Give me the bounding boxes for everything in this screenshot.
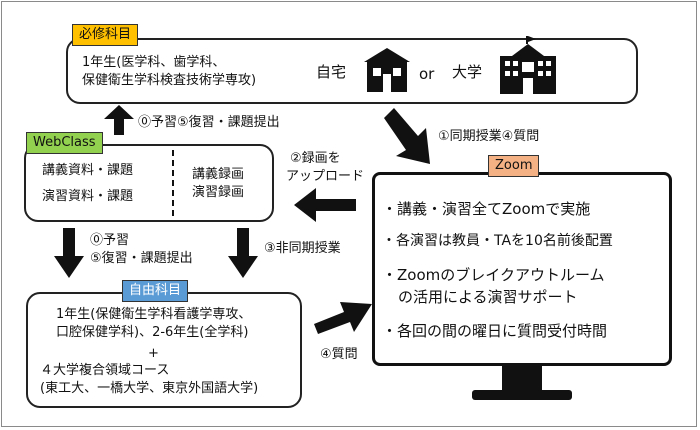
monitor-stand xyxy=(472,390,572,400)
up-arrow xyxy=(104,105,134,135)
webclass-divider xyxy=(172,150,174,216)
elective-plus: + xyxy=(148,346,159,361)
webclass-exercise-materials: 演習資料・課題 xyxy=(42,189,134,204)
upload-label-1: ②録画を xyxy=(290,151,341,166)
required-line-2: 保健衛生学科検査技術学専攻) xyxy=(82,73,257,88)
async-label: ③非同期授業 xyxy=(264,241,341,256)
required-line-1: 1年生(医学科、歯学科、 xyxy=(82,55,226,70)
webclass-tag: WebClass xyxy=(26,132,103,154)
webclass-box xyxy=(24,144,274,222)
down-arrow-left xyxy=(54,228,84,278)
upload-label-2: アップロード xyxy=(286,169,365,184)
left-arrow-upload xyxy=(294,188,356,222)
prep-submit-label: ⓪予習⑤復習・課題提出 xyxy=(138,115,280,130)
diagonal-arrow-to-zoom xyxy=(384,108,434,166)
zoom-bullet-4: の活用による演習サポート xyxy=(398,288,578,306)
question-label: ④質問 xyxy=(320,347,358,362)
monitor-screen xyxy=(372,172,672,366)
or-label: or xyxy=(419,65,435,83)
down-prep-label: ⓪予習 xyxy=(90,233,130,248)
university-building-icon xyxy=(498,36,558,96)
monitor-neck xyxy=(502,366,542,392)
sync-question-label: ①同期授業④質問 xyxy=(438,129,540,144)
required-subjects-tag: 必修科目 xyxy=(72,24,139,46)
elective-line-3: ４大学複合領域コース xyxy=(40,363,170,378)
university-label: 大学 xyxy=(452,63,483,81)
elective-line-4: (東工大、一橋大学、東京外国語大学) xyxy=(40,381,259,396)
elective-subjects-box xyxy=(26,292,302,408)
zoom-bullet-1: ・講義・演習全てZoomで実施 xyxy=(382,200,591,218)
down-arrow-right xyxy=(228,228,258,278)
webclass-exercise-recording: 演習録画 xyxy=(192,185,245,200)
elective-line-2: 口腔保健学科)、2-6年生(全学科) xyxy=(56,325,249,340)
webclass-lecture-recording: 講義録画 xyxy=(192,167,245,182)
zoom-bullet-2: ・各演習は教員・TAを10名前後配置 xyxy=(382,233,613,249)
webclass-lecture-materials: 講義資料・課題 xyxy=(42,163,134,178)
zoom-bullet-3: ・Zoomのブレイクアウトルーム xyxy=(382,266,605,284)
house-icon xyxy=(364,44,410,94)
down-review-label: ⑤復習・課題提出 xyxy=(90,251,193,266)
home-label: 自宅 xyxy=(316,63,347,81)
elective-line-1: 1年生(保健衛生学科看護学専攻、 xyxy=(56,307,252,322)
diagonal-arrow-question xyxy=(314,298,372,338)
zoom-tag: Zoom xyxy=(488,155,540,177)
elective-subjects-tag: 自由科目 xyxy=(122,280,189,302)
zoom-bullet-5: ・各回の間の曜日に質問受付時間 xyxy=(382,322,608,340)
